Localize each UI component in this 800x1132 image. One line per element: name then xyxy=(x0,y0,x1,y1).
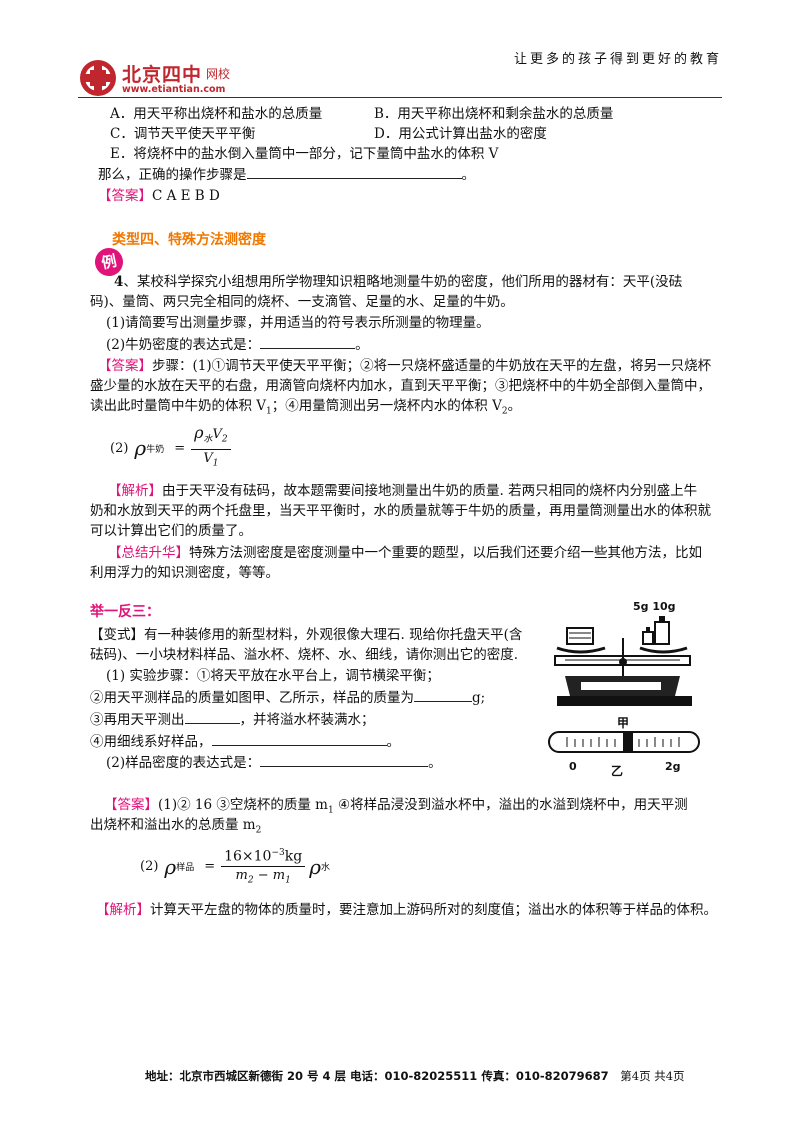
ex4-analysis-l1: 【解析】由于天平没有砝码，故本题需要间接地测量出牛奶的质量. 若两只相同的烧杯内… xyxy=(108,483,698,499)
logo-url: www.etiantian.com xyxy=(122,84,226,95)
ex4-analysis-l2: 奶和水放到天平的两个托盘里，当天平平衡时，水的质量就等于牛奶的质量，再用量筒测量… xyxy=(90,503,711,519)
figure-yi-label: 乙 xyxy=(611,764,624,778)
logo-suffix: 网校 xyxy=(206,67,231,81)
answer-tag: 【答案】 xyxy=(98,188,152,204)
variant-s3: ③再用天平测出，并将溢水杯装满水； xyxy=(90,709,375,730)
figure-weights-label: 5g 10g xyxy=(633,600,676,613)
ex4-analysis-l3: 可以计算出它们的质量了。 xyxy=(90,523,252,539)
q3-prompt: 那么，正确的操作步骤是。 xyxy=(98,164,475,185)
ex4-q2: (2)牛奶密度的表达式是：。 xyxy=(106,334,369,355)
figure-jia-label: 甲 xyxy=(617,716,630,730)
figure-zero-label: 0 xyxy=(569,760,577,773)
variant-answer-l1: 【答案】(1)② 16 ③空烧杯的质量 m1 ④将样品浸没到溢水杯中，溢出的水溢… xyxy=(104,797,688,816)
ex4-summary-l2: 利用浮力的知识测密度，等等。 xyxy=(90,565,279,581)
balance-figure: 5g 10g 甲 0 乙 2g xyxy=(545,598,715,783)
ex4-q1: (1)请简要写出测量步骤，并用适当的符号表示所测量的物理量。 xyxy=(106,315,490,331)
variant-l1: 【变式】有一种装修用的新型材料，外观很像大理石. 现给你托盘天平(含 xyxy=(90,627,523,643)
variant-heading: 举一反三： xyxy=(90,604,160,620)
ex4-summary-l1: 【总结升华】特殊方法测密度是密度测量中一个重要的题型，以后我们还要介绍一些其他方… xyxy=(108,545,702,561)
ex4-line2: 码)、量筒、两只完全相同的烧杯、一支滴管、足量的水、足量的牛奶。 xyxy=(90,294,514,310)
variant-s5: (2)样品密度的表达式是：。 xyxy=(106,752,442,773)
figure-2g-label: 2g xyxy=(665,760,681,773)
logo-name: 北京四中 xyxy=(122,64,203,86)
balance-scale-icon xyxy=(554,616,692,706)
variant-s1: (1) 实验步骤：①将天平放在水平台上，调节横梁平衡； xyxy=(106,668,440,684)
footer-address: 地址：北京市西城区新德街 20 号 4 层 电话：010-82025511 传真… xyxy=(145,1069,609,1083)
header-slogan: 让更多的孩子得到更好的教育 xyxy=(513,52,722,67)
variant-s4: ④用细线系好样品，。 xyxy=(90,731,400,752)
q3-option-a: A．用天平称出烧杯和盐水的总质量 xyxy=(110,106,323,122)
variant-l2: 砝码)、一小块材料样品、溢水杯、烧杯、水、细线，请你测出它的密度. xyxy=(90,647,519,663)
footer: 地址：北京市西城区新德街 20 号 4 层 电话：010-82025511 传真… xyxy=(145,1068,685,1084)
footer-page: 第4页 共4页 xyxy=(620,1069,685,1083)
q3-option-d: D．用公式计算出盐水的密度 xyxy=(374,126,547,142)
logo: 北京四中 网校 www.etiantian.com xyxy=(78,56,268,102)
ex4-answer-l1: 【答案】步骤：(1)①调节天平使天平平衡；②将一只烧杯盛适量的牛奶放在天平的左盘… xyxy=(98,358,712,374)
rider-scale-icon xyxy=(548,731,700,753)
header-divider xyxy=(78,97,722,98)
q3-option-b: B．用天平称出烧杯和剩余盐水的总质量 xyxy=(374,106,614,122)
section-title: 类型四、特殊方法测密度 xyxy=(112,232,266,248)
ex4-answer-l3: 读出此时量筒中牛奶的体积 V1；④用量筒测出另一烧杯内水的体积 V2。 xyxy=(90,398,522,417)
ex4-line1: 4、某校科学探究小组想用所学物理知识粗略地测量牛奶的密度，他们所用的器材有：天平… xyxy=(114,274,683,290)
school-emblem-icon xyxy=(80,60,116,96)
q3-answer: 【答案】C A E B D xyxy=(98,188,220,204)
q3-option-e: E．将烧杯中的盐水倒入量筒中一部分，记下量筒中盐水的体积 V xyxy=(110,146,499,162)
ex4-answer-l2: 盛少量的水放在天平的右盘，用滴管向烧杯内加水，直到天平平衡；③把烧杯中的牛奶全部… xyxy=(90,378,711,394)
variant-analysis: 【解析】计算天平左盘的物体的质量时，要注意加上游码所对的刻度值；溢出水的体积等于… xyxy=(96,902,717,918)
q3-option-c: C．调节天平使天平平衡 xyxy=(110,126,256,142)
variant-answer-l2: 出烧杯和溢出水的总质量 m2 xyxy=(90,817,262,836)
